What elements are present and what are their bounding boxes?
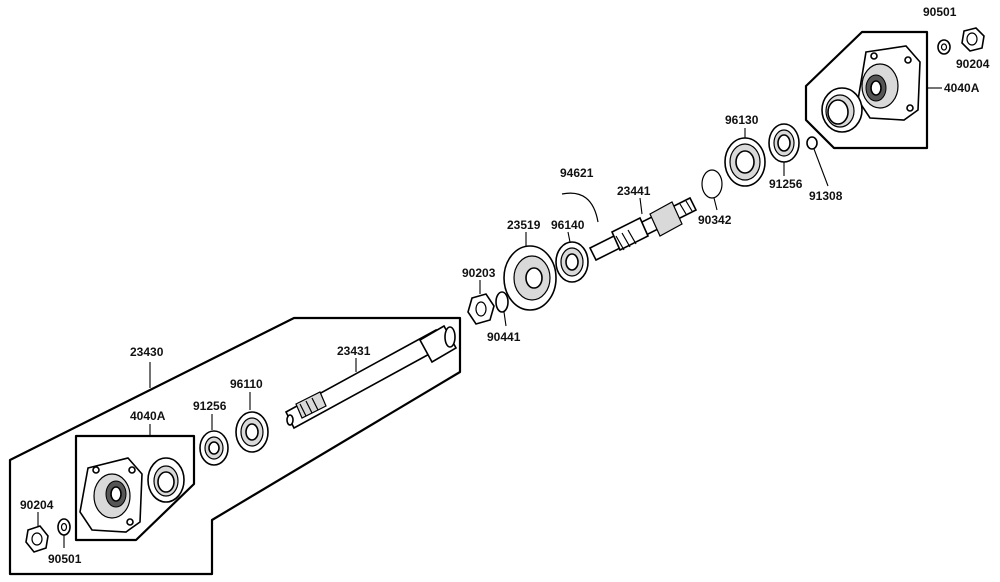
label-23430: 23430 [130, 345, 164, 359]
bottom-group-outline [8, 316, 462, 576]
flange-housing-top [857, 45, 921, 121]
label-23441: 23441 [617, 184, 651, 198]
label-91256-bottom: 91256 [193, 399, 227, 413]
bearing-96130 [724, 128, 766, 187]
bearing-96110 [235, 392, 269, 453]
washer-90501-top [937, 39, 951, 55]
seal-ring-bottom [147, 457, 185, 503]
label-23519: 23519 [507, 218, 541, 232]
seal-91256-bottom [199, 414, 229, 466]
label-94621: 94621 [560, 166, 594, 180]
nut-90204-bottom [25, 512, 49, 553]
oring-91308 [806, 136, 818, 150]
flange-housing-bottom [79, 457, 143, 533]
label-91308: 91308 [809, 189, 843, 203]
label-96130: 96130 [725, 113, 759, 127]
nut-90203 [467, 280, 495, 325]
seal-ring-top [821, 87, 863, 133]
label-90203: 90203 [462, 266, 496, 280]
label-90342: 90342 [698, 213, 732, 227]
bevel-gear-23519 [503, 232, 557, 311]
label-96140: 96140 [551, 218, 585, 232]
label-90501-bottom: 90501 [48, 552, 82, 566]
seal-91256-top [768, 123, 800, 176]
ring-90342 [701, 169, 723, 199]
washer-90441 [495, 291, 509, 313]
label-91256-top: 91256 [769, 177, 803, 191]
label-90204-top: 90204 [956, 57, 990, 71]
label-4040A-bottom: 4040A [130, 409, 166, 423]
label-90204-bottom: 90204 [20, 498, 54, 512]
drive-shaft-23431 [284, 324, 458, 430]
bearing-96140 [555, 231, 589, 283]
label-90441: 90441 [487, 330, 521, 344]
label-96110: 96110 [230, 377, 263, 391]
washer-90501-bottom [57, 518, 71, 536]
sub-group-outline-4040A [74, 434, 196, 542]
label-90501-top: 90501 [923, 5, 957, 19]
nut-90204-top [961, 27, 985, 52]
top-group-outline [804, 30, 929, 150]
pinion-shaft-23441 [588, 196, 698, 262]
label-4040A-top: 4040A [944, 81, 980, 95]
circlip-94621 [561, 192, 599, 223]
label-23431: 23431 [337, 344, 371, 358]
